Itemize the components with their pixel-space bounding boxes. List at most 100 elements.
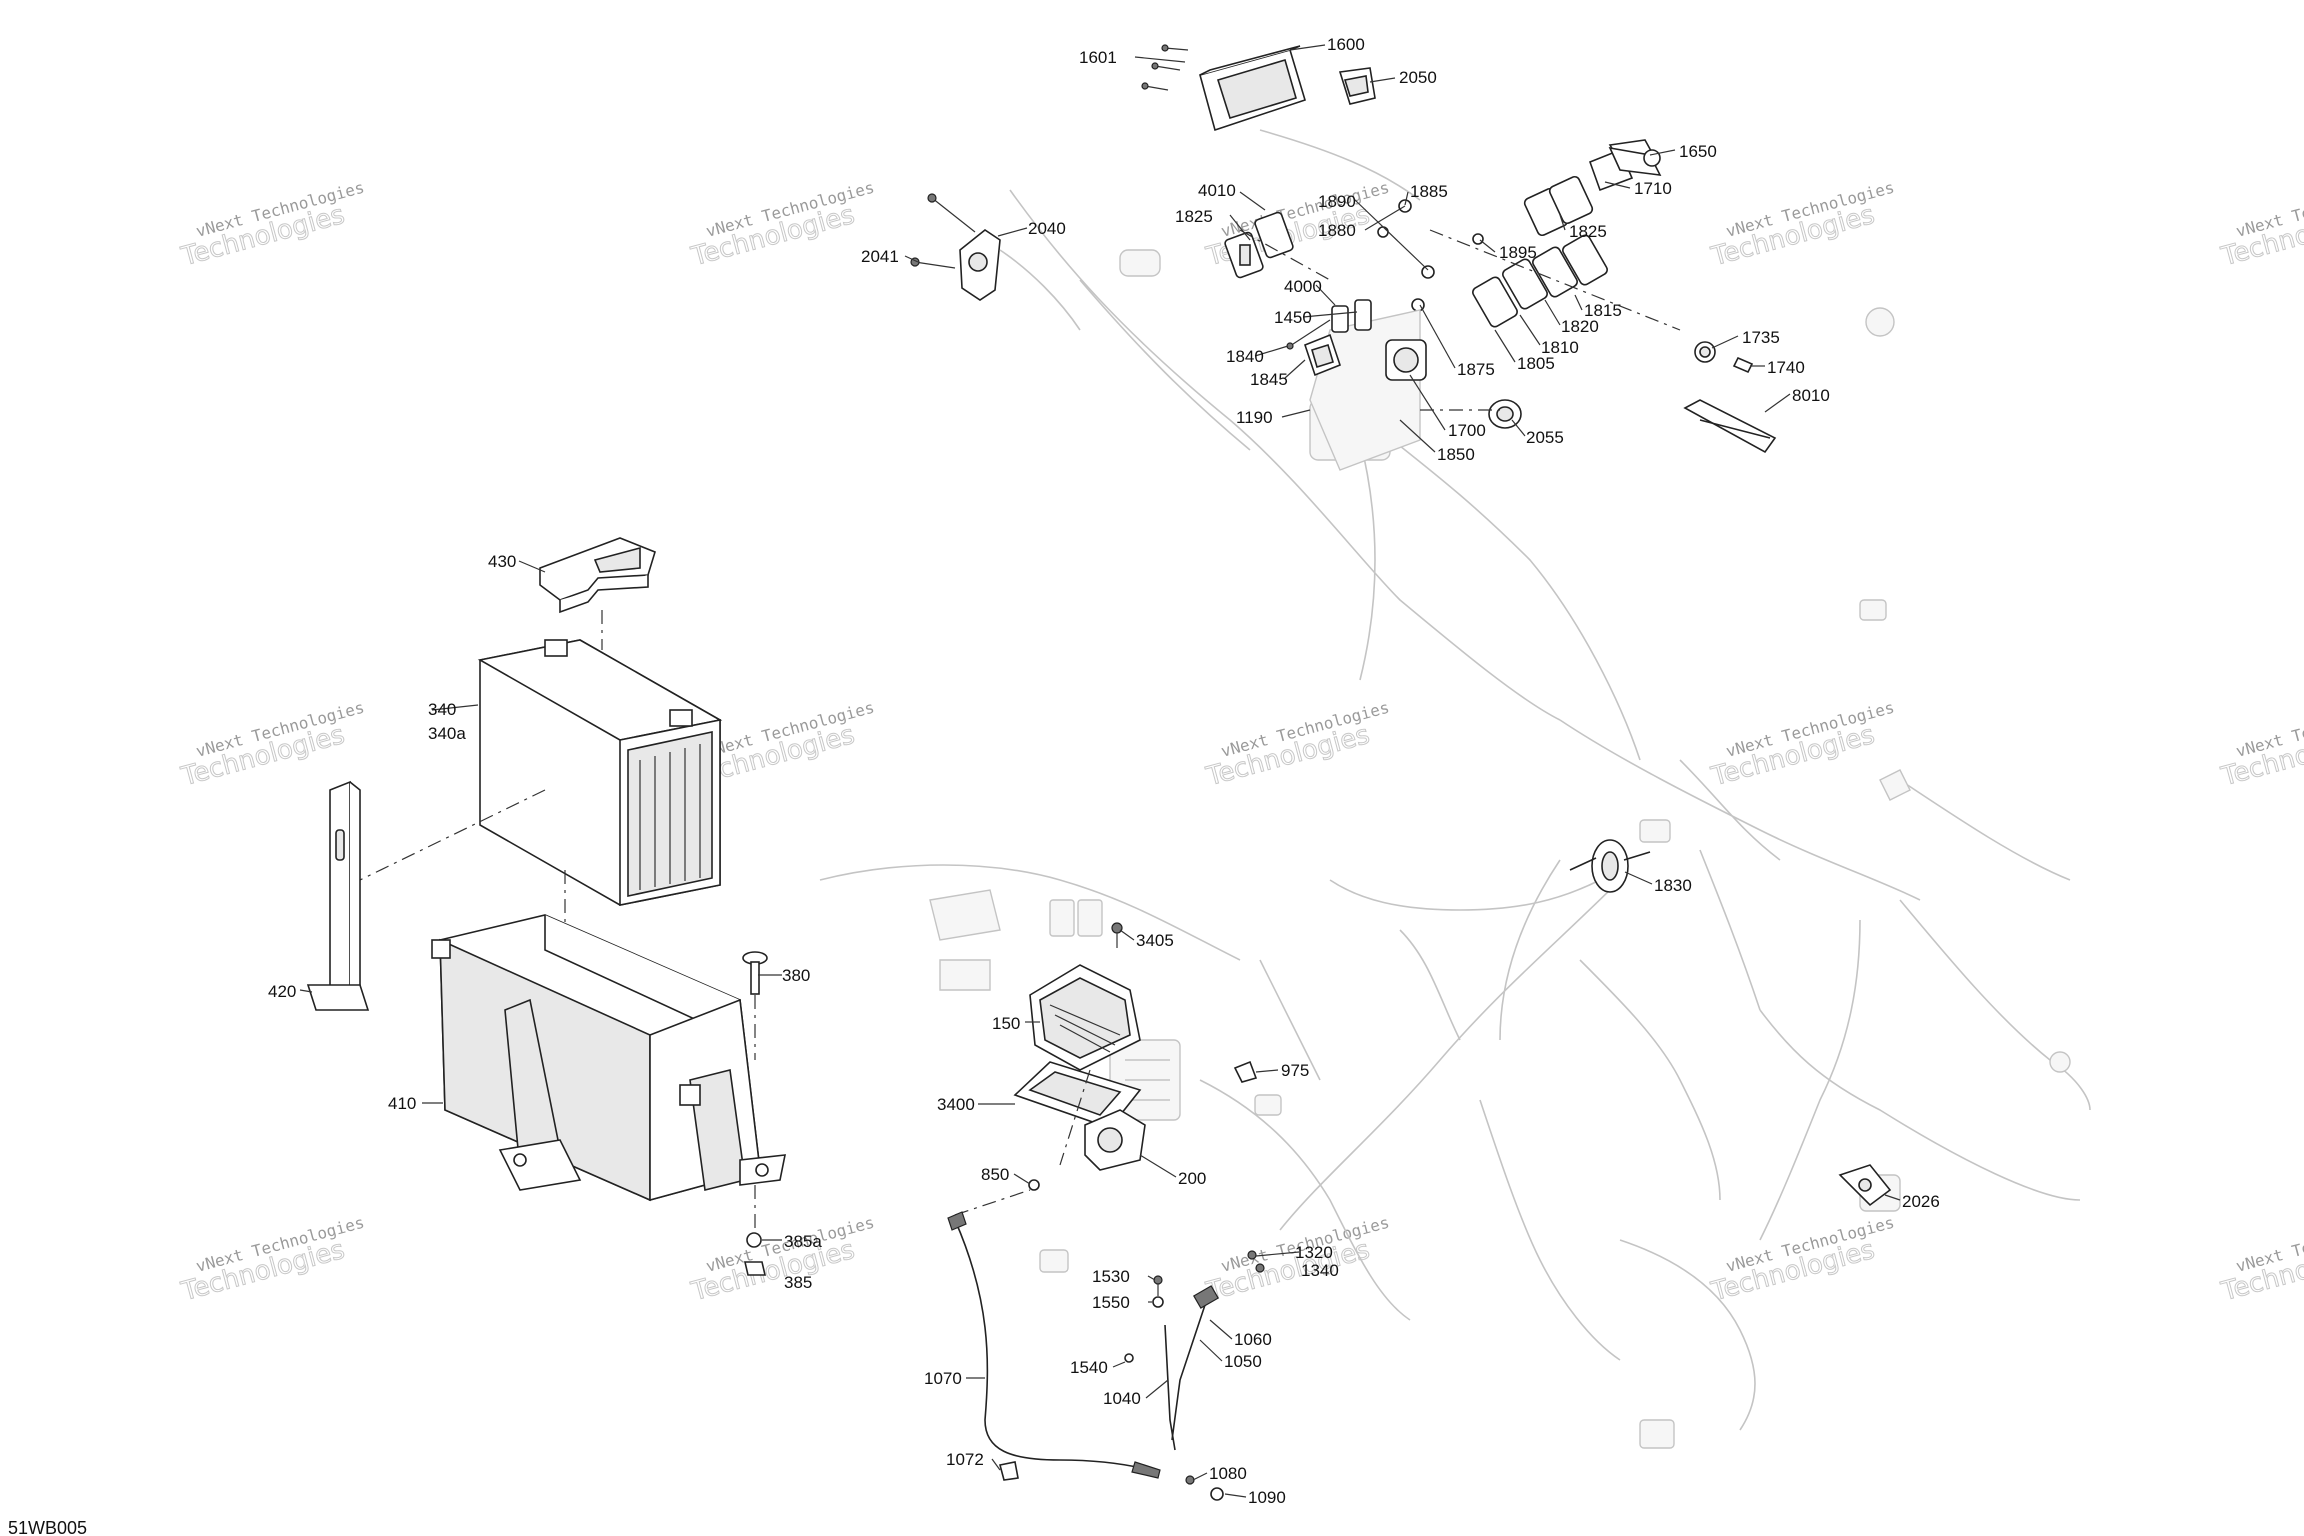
callout-1600: 1600 (1327, 35, 1365, 54)
callout-1805: 1805 (1517, 354, 1555, 373)
callout-1040: 1040 (1103, 1389, 1141, 1408)
guide-line (1239, 229, 1331, 281)
switch-2040 (910, 193, 1001, 301)
screws-1601 (1141, 44, 1189, 91)
callout-2055: 2055 (1526, 428, 1564, 447)
callout-420: 420 (268, 982, 296, 1001)
connector-2050 (1338, 67, 1376, 105)
watermark: Technologies vNext Technologies (177, 1213, 366, 1308)
nut-1540 (1124, 1353, 1134, 1363)
watermark: Technologies vNext Technologies (1202, 698, 1391, 793)
gauge-1600 (1199, 45, 1306, 132)
guide-line (1429, 229, 1681, 331)
callout-1070: 1070 (924, 1369, 962, 1388)
screw-3405 (1111, 922, 1123, 948)
watermark: Technologies vNext Technologies (2217, 178, 2304, 273)
guide-line (954, 1189, 1031, 1216)
callout-1060: 1060 (1234, 1330, 1272, 1349)
callout-1875: 1875 (1457, 360, 1495, 379)
callout-380: 380 (782, 966, 810, 985)
callout-1890: 1890 (1318, 192, 1356, 211)
guide-line (359, 789, 546, 881)
watermark: Technologies vNext Technologies (2217, 1213, 2304, 1308)
bolt-380 (742, 951, 768, 995)
callout-1650: 1650 (1679, 142, 1717, 161)
callout-3400: 3400 (937, 1095, 975, 1114)
callout-4000: 4000 (1284, 277, 1322, 296)
battery-tray-410 (431, 914, 786, 1202)
callout-1190: 1190 (1236, 408, 1273, 427)
callout-2041: 2041 (861, 247, 899, 266)
callout-1880: 1880 (1318, 221, 1356, 240)
callout-1815: 1815 (1584, 301, 1622, 320)
watermark: Technologies vNext Technologies (1707, 698, 1896, 793)
diagram-code: 51WB005 (8, 1518, 87, 1536)
callout-850: 850 (981, 1165, 1009, 1184)
callout-975: 975 (1281, 1061, 1309, 1080)
callout-1080: 1080 (1209, 1464, 1247, 1483)
harness-branch (999, 249, 1081, 331)
callout-2050: 2050 (1399, 68, 1437, 87)
callout-1540: 1540 (1070, 1358, 1108, 1377)
nut-1090 (1210, 1487, 1224, 1501)
callout-1840: 1840 (1226, 347, 1264, 366)
callout-1735: 1735 (1742, 328, 1780, 347)
cable-1040 (1164, 1285, 1219, 1451)
watermark: Technologies vNext Technologies (1707, 1213, 1896, 1308)
bracket-3400 (1013, 1061, 1142, 1129)
callout-1825: 1825 (1175, 207, 1213, 226)
callout-1830: 1830 (1654, 876, 1692, 895)
callout-1090: 1090 (1248, 1488, 1286, 1507)
callout-340a: 340a (428, 724, 466, 743)
callout-8010: 8010 (1792, 386, 1830, 405)
callout-3405: 3405 (1136, 931, 1174, 950)
bolt-1080 (1185, 1475, 1195, 1485)
callout-1050: 1050 (1224, 1352, 1262, 1371)
callout-1895: 1895 (1499, 243, 1537, 262)
watermark: Technologies vNext Technologies (687, 1213, 876, 1308)
callout-1740: 1740 (1767, 358, 1805, 377)
callout-1550: 1550 (1092, 1293, 1130, 1312)
watermark: Technologies vNext Technologies (177, 178, 366, 273)
callout-1072: 1072 (946, 1450, 984, 1469)
callout-410: 410 (388, 1094, 416, 1113)
callout-1700: 1700 (1448, 421, 1486, 440)
nut-385 (743, 1232, 767, 1276)
callout-1820: 1820 (1561, 317, 1599, 336)
callout-385a: 385a (784, 1232, 822, 1251)
guide-line (1059, 1069, 1091, 1166)
callout-1450: 1450 (1274, 308, 1312, 327)
callout-1320: 1320 (1295, 1243, 1333, 1262)
grommet-1830 (1569, 839, 1651, 893)
screw-1530 (1153, 1275, 1163, 1296)
callout-430: 430 (488, 552, 516, 571)
callout-1810: 1810 (1541, 338, 1579, 357)
callout-1825: 1825 (1569, 222, 1607, 241)
bracket-2026 (1838, 1164, 1892, 1207)
battery-cover-430 (539, 537, 656, 614)
regulator-150 (1029, 964, 1141, 1071)
terminal-1320 (1247, 1250, 1265, 1273)
fuse-975 (1233, 1060, 1258, 1083)
callout-1845: 1845 (1250, 370, 1288, 389)
cable-1070 (947, 1211, 1161, 1479)
callout-1885: 1885 (1410, 182, 1448, 201)
leader-lines (299, 44, 1901, 1498)
callout-200: 200 (1178, 1169, 1206, 1188)
watermark: Technologies vNext Technologies (687, 178, 876, 273)
callout-1530: 1530 (1092, 1267, 1130, 1286)
watermark: Technologies vNext Technologies (177, 698, 366, 793)
callout-150: 150 (992, 1014, 1020, 1033)
callout-1340: 1340 (1301, 1261, 1339, 1280)
callout-1710: 1710 (1634, 179, 1672, 198)
relay-200 (1084, 1109, 1146, 1171)
battery-340 (477, 639, 723, 906)
callout-4010: 4010 (1198, 181, 1236, 200)
clip-1072 (999, 1461, 1019, 1481)
callout-labels: 1600 1601 2050 1650 1710 1885 1825 4010 … (268, 35, 1940, 1507)
watermark: Technologies vNext Technologies (1707, 178, 1896, 273)
wiring-harness (819, 129, 2091, 1449)
watermark: Technologies vNext Technologies (2217, 698, 2304, 793)
callout-2026: 2026 (1902, 1192, 1940, 1211)
